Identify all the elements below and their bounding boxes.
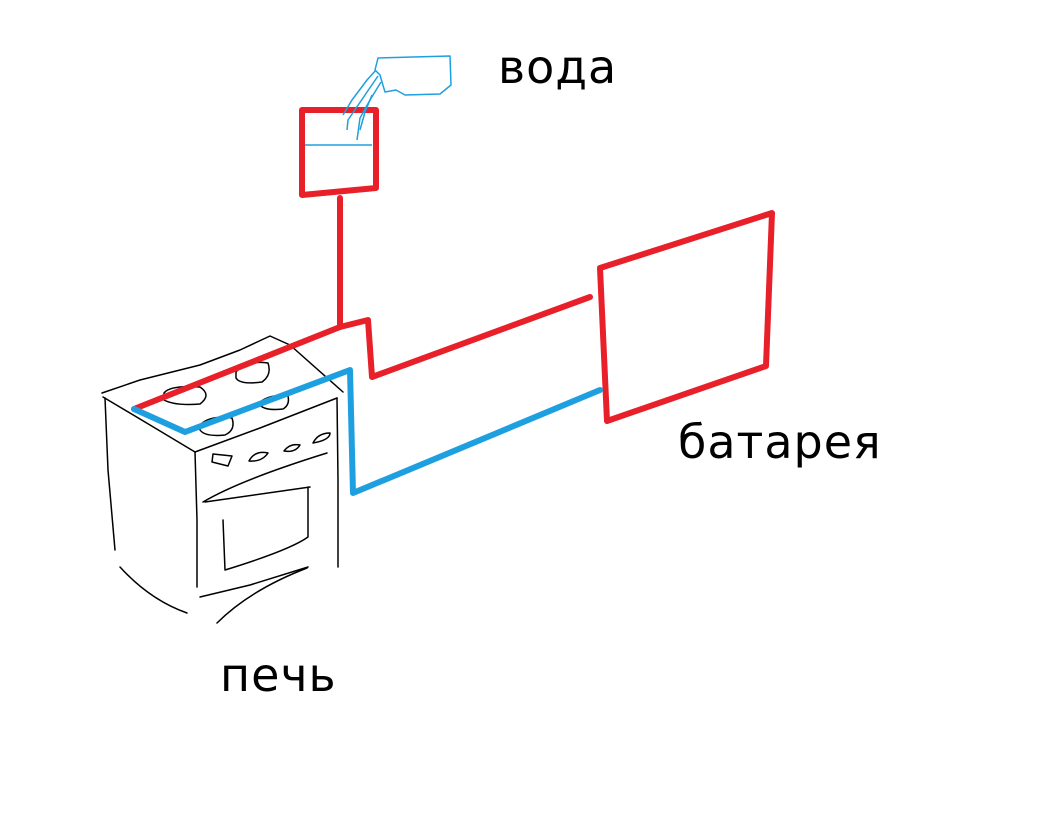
knob xyxy=(283,443,301,453)
knob xyxy=(248,451,269,462)
burner xyxy=(163,385,207,406)
stove-drawing xyxy=(101,335,344,624)
hand-pouring-water-icon xyxy=(342,55,452,141)
water-tank xyxy=(299,107,379,198)
knob xyxy=(211,453,233,467)
radiator xyxy=(597,210,775,424)
label-radiator: батарея xyxy=(678,415,882,469)
cold-pipe xyxy=(131,367,603,496)
knob xyxy=(312,432,331,444)
label-stove: печь xyxy=(220,648,337,702)
hot-pipe xyxy=(131,195,593,412)
label-water: вода xyxy=(498,40,618,94)
